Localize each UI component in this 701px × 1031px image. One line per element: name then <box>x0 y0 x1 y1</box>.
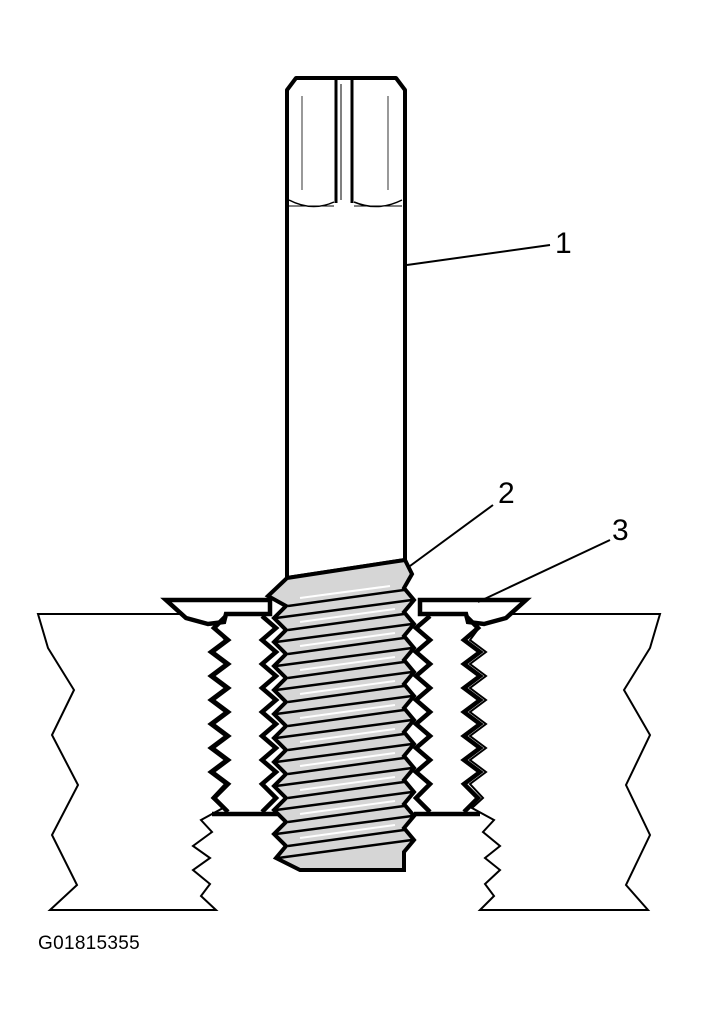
callout-1-leader <box>406 244 551 266</box>
tool-shank <box>285 76 407 580</box>
right-base-block <box>468 613 662 911</box>
left-base-block <box>36 613 227 911</box>
callout-2-leader <box>409 504 494 567</box>
callout-3-leader <box>477 539 611 603</box>
figure-id-label: G01815355 <box>38 933 141 954</box>
thread-insert <box>160 597 532 817</box>
tool-thread <box>264 557 417 872</box>
callout-1-number: 1 <box>555 227 572 260</box>
callout-2-number: 2 <box>498 477 515 510</box>
callout-3-number: 3 <box>612 514 629 547</box>
